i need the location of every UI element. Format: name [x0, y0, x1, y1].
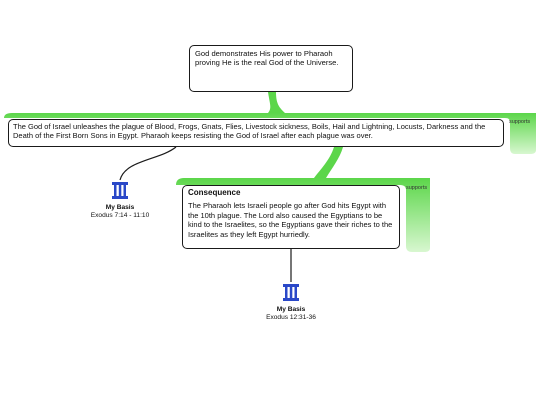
support-band-reason [4, 113, 536, 154]
basis-connector-1 [119, 146, 177, 181]
basis-node-1[interactable]: My Basis Exodus 7:14 - 11:10 [75, 181, 165, 219]
basis-label-2: My Basis [276, 306, 306, 313]
consequence-title: Consequence [188, 188, 241, 197]
pillar-icon [112, 182, 128, 199]
reason-text: The God of Israel unleashes the plague o… [13, 122, 486, 141]
consequence-node[interactable]: Consequence The Pharaoh lets Israeli peo… [182, 185, 400, 249]
claim-node[interactable]: God demonstrates His power to Pharaoh pr… [189, 45, 353, 92]
basis-node-2[interactable]: My Basis Exodus 12:31-36 [246, 283, 336, 321]
basis-label-1: My Basis [105, 204, 135, 211]
support-band-consequence [176, 178, 430, 252]
basis-reference-2: Exodus 12:31-36 [266, 314, 316, 321]
supports-tag-2: supports [406, 185, 428, 191]
support-connector-mid [314, 147, 343, 178]
pillar-icon [283, 284, 299, 301]
support-connector-top [268, 92, 285, 113]
supports-tag-1: supports [509, 119, 531, 125]
claim-text: God demonstrates His power to Pharaoh pr… [195, 49, 339, 68]
consequence-text: The Pharaoh lets Israeli people go after… [188, 201, 393, 239]
basis-reference-1: Exodus 7:14 - 11:10 [90, 212, 150, 219]
reason-node[interactable]: The God of Israel unleashes the plague o… [8, 119, 504, 147]
